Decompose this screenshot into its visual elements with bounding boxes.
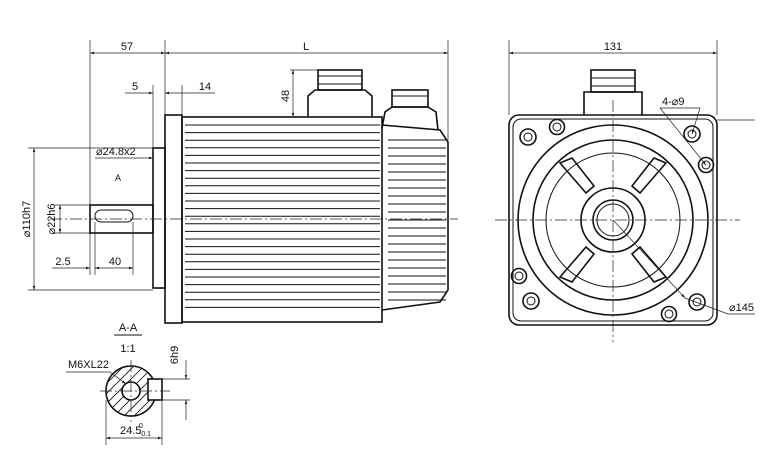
power-connector — [307, 69, 373, 117]
dim-width-tol-lower: -0.1 — [139, 431, 151, 438]
section-marker-A: A — [115, 173, 121, 183]
dim-4-holes: 4-⌀9 — [662, 96, 685, 108]
encoder-connector — [381, 89, 439, 131]
section-dimension-lines — [66, 360, 190, 445]
section-title: A-A — [119, 322, 138, 334]
motor-body — [181, 116, 383, 323]
mounting-holes — [519, 125, 706, 311]
section-scale: 1:1 — [120, 343, 135, 355]
mounting-hole — [688, 293, 706, 311]
dim-5: 5 — [132, 81, 138, 93]
mounting-hole — [519, 128, 537, 146]
dim-14: 14 — [199, 81, 211, 93]
dim-57: 57 — [121, 41, 133, 53]
rear-cover — [381, 124, 449, 311]
dim-width-main: 24.5 — [120, 425, 141, 437]
dim-145: ⌀145 — [729, 302, 754, 314]
dimension-lines — [28, 40, 449, 291]
dim-key-width: 6h9 — [169, 346, 181, 364]
bolt-hole — [548, 118, 566, 136]
bolt-hole — [510, 267, 528, 285]
mounting-hole — [522, 292, 540, 310]
dim-48: 48 — [280, 90, 292, 102]
dim-40: 40 — [109, 256, 121, 268]
bolt-hole — [660, 305, 678, 323]
side-view: 57 L 5 14 48 ⌀24.8x2 A ⌀110h7 ⌀22h6 2.5 … — [21, 40, 458, 324]
bolt-hole — [697, 156, 715, 174]
dim-width-tol-upper: 0 — [139, 423, 143, 430]
bolt-circle-holes — [510, 118, 715, 323]
front-view: 131 4-⌀9 ⌀145 — [495, 40, 755, 342]
dim-thread: M6XL22 — [68, 359, 109, 371]
front-connector — [583, 69, 643, 115]
dim-110h7: ⌀110h7 — [21, 201, 33, 237]
dim-L: L — [303, 41, 309, 53]
dim-22h6: ⌀22h6 — [46, 203, 58, 234]
flange — [152, 147, 166, 289]
dim-24-8x2: ⌀24.8x2 — [96, 146, 136, 158]
front-dimension-lines — [508, 40, 755, 315]
dim-131: 131 — [604, 41, 622, 53]
section-aa: A-A 1:1 — [66, 322, 190, 445]
dim-2-5: 2.5 — [55, 256, 70, 268]
ribs — [558, 157, 668, 283]
